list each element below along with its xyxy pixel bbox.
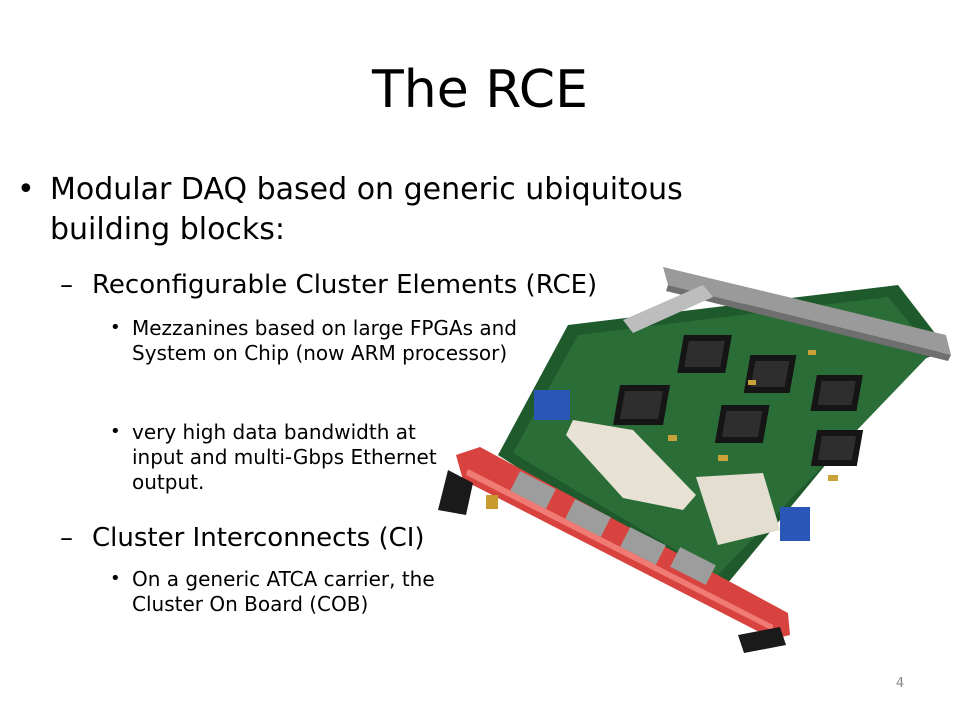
bullet-level3: • very high data bandwidth at input and … [110, 420, 447, 495]
slide-title: The RCE [372, 60, 588, 120]
bullet-text: Mezzanines based on large FPGAs and Syst… [132, 316, 517, 365]
bullet-marker: • [110, 421, 121, 442]
bullet-level1: • Modular DAQ based on generic ubiquitou… [17, 170, 770, 250]
bullet-level3: • Mezzanines based on large FPGAs and Sy… [110, 316, 552, 366]
bullet-level2: – Reconfigurable Cluster Elements (RCE) [60, 268, 598, 302]
bullet-text: Reconfigurable Cluster Elements (RCE) [92, 270, 598, 300]
dash-marker: – [60, 523, 73, 553]
bullet-marker: • [17, 172, 35, 207]
bullet-text: Modular DAQ based on generic ubiquitous … [50, 172, 683, 247]
bullet-text: On a generic ATCA carrier, the Cluster O… [132, 567, 435, 616]
bullet-text: very high data bandwidth at input and mu… [132, 420, 437, 494]
bullet-level2: – Cluster Interconnects (CI) [60, 521, 425, 555]
atca-board-image [438, 267, 951, 653]
bullet-level3: • On a generic ATCA carrier, the Cluster… [110, 567, 492, 617]
bullet-marker: • [110, 317, 121, 338]
bullet-marker: • [110, 568, 121, 589]
dash-marker: – [60, 270, 73, 300]
bullet-text: Cluster Interconnects (CI) [92, 523, 425, 553]
page-number: 4 [895, 676, 905, 691]
